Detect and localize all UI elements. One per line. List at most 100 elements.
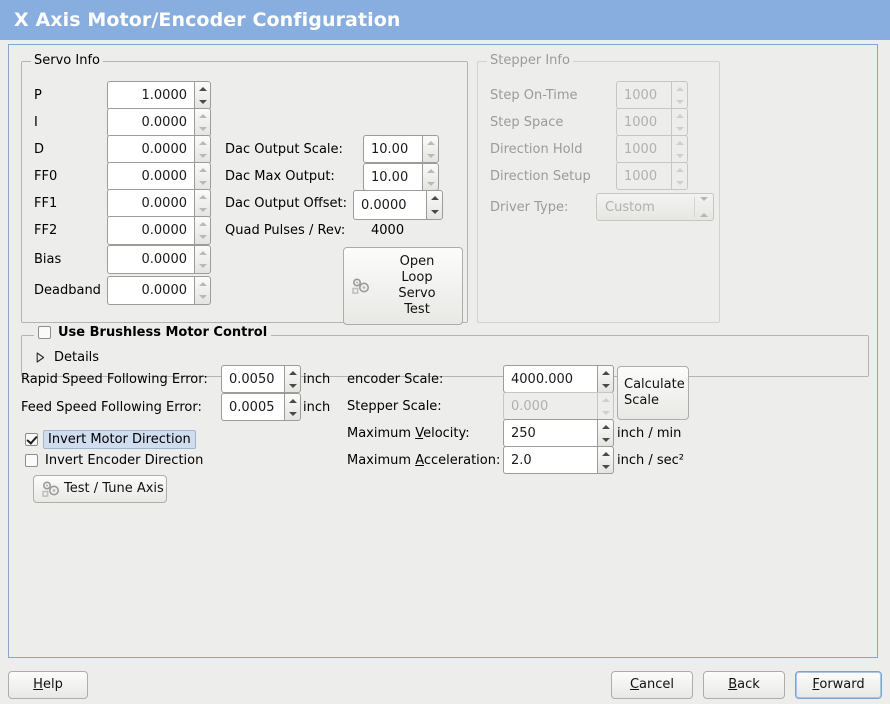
spin-down-icon[interactable] <box>195 177 210 191</box>
step-on-time-spin[interactable]: 1000 <box>616 81 688 109</box>
spin-down-icon[interactable] <box>598 433 613 446</box>
maximum-velocity-spin-buttons[interactable] <box>597 419 614 447</box>
servo-spin-buttons-i[interactable] <box>194 108 211 137</box>
back-button[interactable]: Back <box>703 671 785 699</box>
rapid-speed-following-error-spin[interactable]: 0.0050 <box>221 365 301 393</box>
spin-up-icon[interactable] <box>195 82 210 96</box>
spin-up-icon[interactable] <box>285 366 300 379</box>
cancel-button[interactable]: Cancel <box>611 671 693 699</box>
spin-up-icon[interactable] <box>672 82 687 95</box>
feed-speed-following-error-value[interactable]: 0.0005 <box>221 393 284 421</box>
step-on-time-spin-buttons[interactable] <box>671 81 688 109</box>
spin-down-icon[interactable] <box>672 122 687 135</box>
encoder-scale-spin-buttons[interactable] <box>597 365 614 393</box>
maximum-acceleration-spin[interactable]: 2.0 <box>503 446 614 474</box>
invert-motor-direction-checkbox[interactable]: Invert Motor Direction <box>25 430 196 449</box>
servo-value-ff1[interactable]: 0.0000 <box>107 189 194 218</box>
spin-up-icon[interactable] <box>285 394 300 407</box>
spin-up-icon[interactable] <box>672 136 687 149</box>
spin-up-icon[interactable] <box>195 277 210 291</box>
servo-spin-ff0[interactable]: 0.0000 <box>107 162 211 191</box>
spin-up-icon[interactable] <box>427 191 442 205</box>
spin-up-icon[interactable] <box>672 163 687 176</box>
spin-up-icon[interactable] <box>195 136 210 150</box>
spin-down-icon[interactable] <box>598 460 613 473</box>
spin-up-icon[interactable] <box>423 136 438 149</box>
spin-down-icon[interactable] <box>195 231 210 245</box>
details-expander[interactable]: Details <box>36 350 99 365</box>
maximum-velocity-value[interactable]: 250 <box>503 419 597 447</box>
servo-value-ff2[interactable]: 0.0000 <box>107 216 194 245</box>
rapid-spin-buttons[interactable] <box>284 365 301 393</box>
direction-hold-value[interactable]: 1000 <box>616 135 671 163</box>
stepper-scale-spin-buttons[interactable] <box>597 392 614 420</box>
dac-output-offset-spin-buttons[interactable] <box>426 190 443 220</box>
spin-down-icon[interactable] <box>195 96 210 110</box>
checkbox-box[interactable] <box>38 326 51 339</box>
servo-value-bias[interactable]: 0.0000 <box>107 245 194 274</box>
spin-up-icon[interactable] <box>195 163 210 177</box>
spin-down-icon[interactable] <box>195 291 210 305</box>
stepper-scale-spin[interactable]: 0.000 <box>503 392 614 420</box>
spin-down-icon[interactable] <box>195 123 210 137</box>
spin-down-icon[interactable] <box>285 407 300 420</box>
maximum-acceleration-spin-buttons[interactable] <box>597 446 614 474</box>
step-space-spin[interactable]: 1000 <box>616 108 688 136</box>
direction-setup-spin[interactable]: 1000 <box>616 162 688 190</box>
servo-spin-ff2[interactable]: 0.0000 <box>107 216 211 245</box>
encoder-scale-spin[interactable]: 4000.000 <box>503 365 614 393</box>
servo-spin-d[interactable]: 0.0000 <box>107 135 211 164</box>
spin-down-icon[interactable] <box>598 406 613 419</box>
spin-up-icon[interactable] <box>598 393 613 406</box>
spin-down-icon[interactable] <box>195 150 210 164</box>
spin-down-icon[interactable] <box>672 176 687 189</box>
servo-value-deadband[interactable]: 0.0000 <box>107 276 194 305</box>
spin-down-icon[interactable] <box>598 379 613 392</box>
spin-up-icon[interactable] <box>598 366 613 379</box>
triangle-right-icon[interactable] <box>36 352 45 363</box>
spin-down-icon[interactable] <box>672 149 687 162</box>
servo-spin-buttons-ff0[interactable] <box>194 162 211 191</box>
rapid-speed-following-error-value[interactable]: 0.0050 <box>221 365 284 393</box>
servo-spin-buttons-d[interactable] <box>194 135 211 164</box>
feed-speed-following-error-spin[interactable]: 0.0005 <box>221 393 301 421</box>
direction-setup-spin-buttons[interactable] <box>671 162 688 190</box>
maximum-acceleration-value[interactable]: 2.0 <box>503 446 597 474</box>
stepper-scale-value[interactable]: 0.000 <box>503 392 597 420</box>
servo-value-i[interactable]: 0.0000 <box>107 108 194 137</box>
spin-down-icon[interactable] <box>195 260 210 274</box>
maximum-velocity-spin[interactable]: 250 <box>503 419 614 447</box>
checkbox-box-checked[interactable] <box>25 433 38 446</box>
spin-up-icon[interactable] <box>423 164 438 177</box>
driver-type-combobox[interactable]: Custom <box>596 193 714 221</box>
servo-spin-buttons-ff2[interactable] <box>194 216 211 245</box>
spin-down-icon[interactable] <box>423 177 438 190</box>
dac-output-scale-value[interactable]: 10.00 <box>363 135 422 163</box>
servo-value-ff0[interactable]: 0.0000 <box>107 162 194 191</box>
servo-spin-buttons-p[interactable] <box>194 81 211 110</box>
spin-up-icon[interactable] <box>195 246 210 260</box>
servo-value-p[interactable]: 1.0000 <box>107 81 194 110</box>
spin-up-icon[interactable] <box>672 109 687 122</box>
encoder-scale-value[interactable]: 4000.000 <box>503 365 597 393</box>
servo-spin-buttons-deadband[interactable] <box>194 276 211 305</box>
servo-spin-ff1[interactable]: 0.0000 <box>107 189 211 218</box>
servo-spin-buttons-bias[interactable] <box>194 245 211 274</box>
dac-output-scale-spin-buttons[interactable] <box>422 135 439 163</box>
spin-up-icon[interactable] <box>598 447 613 460</box>
dac-max-output-spin[interactable]: 10.00 <box>363 163 439 191</box>
direction-setup-value[interactable]: 1000 <box>616 162 671 190</box>
servo-spin-p[interactable]: 1.0000 <box>107 81 211 110</box>
dac-output-offset-value[interactable]: 0.0000 <box>353 190 426 220</box>
checkbox-box[interactable] <box>25 454 38 467</box>
step-space-spin-buttons[interactable] <box>671 108 688 136</box>
use-brushless-motor-control-checkbox[interactable]: Use Brushless Motor Control <box>34 325 272 340</box>
dac-max-output-value[interactable]: 10.00 <box>363 163 422 191</box>
forward-button[interactable]: Forward <box>795 671 882 699</box>
spin-up-icon[interactable] <box>195 109 210 123</box>
spin-down-icon[interactable] <box>427 205 442 219</box>
servo-spin-deadband[interactable]: 0.0000 <box>107 276 211 305</box>
invert-encoder-direction-checkbox[interactable]: Invert Encoder Direction <box>25 453 203 468</box>
